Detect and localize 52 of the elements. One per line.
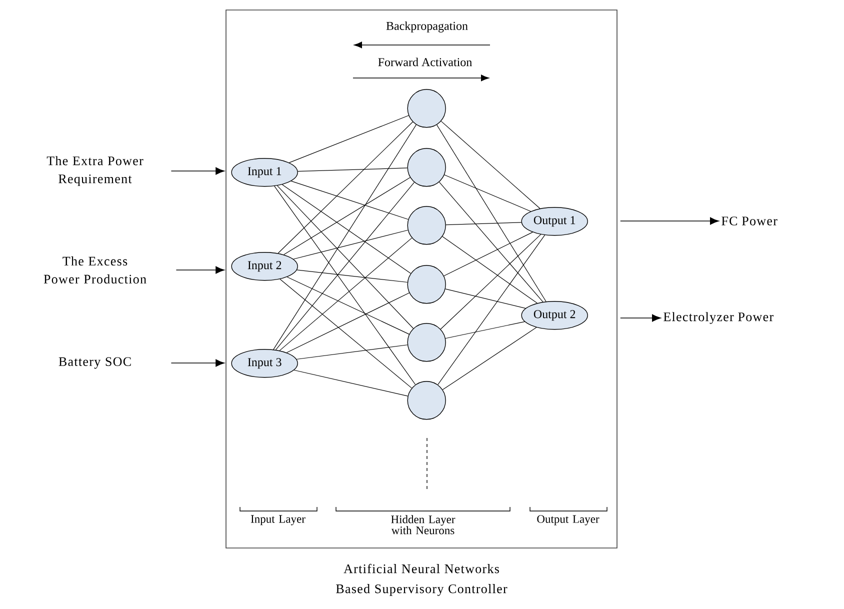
layer-label: Input Layer	[250, 515, 306, 526]
neuron-circle	[407, 206, 446, 245]
direction-label: Backpropagation	[386, 22, 468, 32]
neuron-circle	[407, 148, 446, 187]
connection-line	[288, 115, 409, 163]
connection-line	[442, 236, 538, 304]
connection-line	[296, 344, 408, 360]
connection-line	[444, 174, 532, 212]
connection-line	[446, 222, 522, 226]
connection-line	[275, 182, 415, 350]
connection-line	[284, 177, 410, 255]
connection-line	[442, 327, 537, 390]
layer-label: Output Layer	[537, 515, 600, 526]
connection-line	[445, 288, 526, 309]
node-label: Artificial Neural Networks Based Supervisory Controller	[336, 564, 508, 596]
connection-line	[436, 124, 546, 302]
connection-line	[440, 234, 542, 330]
input-signal-text: Battery SOC	[58, 357, 131, 369]
connection-line	[282, 184, 411, 274]
connection-line	[280, 278, 412, 388]
direction-label: Forward Activation	[378, 58, 472, 66]
neuron-circle	[407, 89, 446, 128]
connection-line	[279, 238, 412, 351]
connection-line	[438, 234, 546, 385]
connection-line	[290, 180, 409, 220]
connection-line	[293, 230, 408, 260]
arrow	[620, 217, 719, 225]
output-signal-text: FC Power	[722, 216, 778, 226]
connection-line	[286, 292, 410, 353]
connection-line	[444, 232, 533, 276]
neuron-circle	[407, 381, 446, 420]
connection-line	[294, 370, 408, 396]
input-signal-text: The Extra Power Requirement	[46, 156, 144, 186]
connection-line	[276, 185, 414, 329]
neuron-circle	[407, 265, 446, 304]
arrow	[620, 314, 661, 322]
arrow	[170, 359, 224, 367]
neuron-circle	[407, 323, 446, 362]
connection-line	[298, 168, 408, 172]
connection-line	[278, 122, 414, 254]
input-signal-text: The Excess Power Production	[44, 256, 146, 284]
layer-label: Hidden Layer with Neurons	[391, 515, 456, 534]
output-signal-text: Electrolyzer Power	[664, 312, 774, 324]
connection-line	[274, 186, 416, 385]
connection-line	[273, 124, 417, 350]
arrow	[176, 266, 224, 274]
arrow	[170, 167, 224, 175]
connection-line	[438, 182, 544, 302]
connection-line	[440, 120, 540, 209]
connection-line	[445, 321, 525, 339]
connection-line	[296, 270, 408, 283]
connection-line	[286, 276, 410, 334]
